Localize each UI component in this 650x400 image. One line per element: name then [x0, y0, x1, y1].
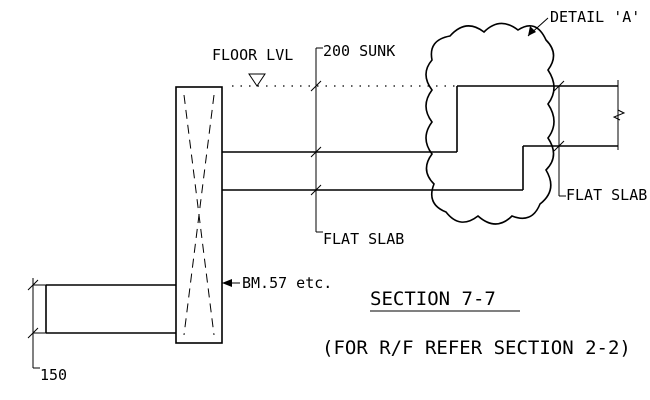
beam-cross-dashes: [183, 94, 215, 336]
sunk-dimension: [310, 47, 323, 233]
beam-outline: [175, 86, 223, 344]
section-note: (FOR R/F REFER SECTION 2-2): [322, 337, 631, 359]
detail-label: DETAIL 'A': [550, 8, 640, 26]
slab-lines: [222, 80, 626, 191]
floor-level-marker: [232, 73, 457, 87]
beam-leader-arrow-icon: [222, 279, 232, 287]
dimension-150-label: 150: [40, 366, 67, 384]
detail-leader-arrow-icon: [528, 26, 536, 36]
flat-slab-label-left: FLAT SLAB: [323, 230, 404, 248]
flat-slab-label-right: FLAT SLAB: [566, 186, 647, 204]
section-title: SECTION 7-7: [370, 288, 496, 310]
beam-mark-label: BM.57 etc.: [242, 274, 332, 292]
detail-revision-cloud: [425, 22, 555, 225]
break-symbol-icon: [612, 109, 626, 121]
right-slab-dimension: [553, 80, 566, 197]
level-triangle-icon: [248, 73, 266, 87]
floor-level-label: FLOOR LVL: [212, 46, 293, 64]
lower-slab-stub: [27, 278, 176, 369]
beam-section: [175, 86, 223, 344]
sunk-label: 200 SUNK: [323, 42, 395, 60]
